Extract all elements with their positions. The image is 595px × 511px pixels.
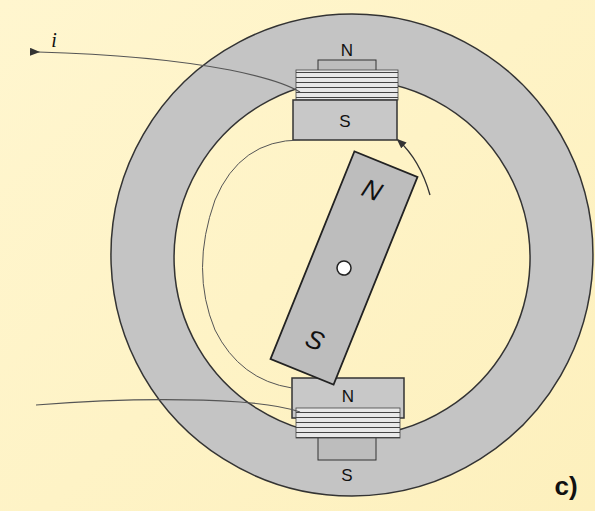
wire — [38, 52, 300, 92]
pole-label: N — [341, 42, 353, 59]
coil-winding — [296, 70, 398, 100]
rotor-magnet — [271, 151, 418, 384]
wire — [36, 400, 300, 412]
pole-shoe — [293, 100, 397, 140]
coil-winding — [296, 408, 400, 438]
pole-label: N — [342, 388, 354, 405]
rotation-arrow — [398, 140, 430, 195]
panel-label: c) — [554, 473, 577, 499]
pole-label: S — [341, 467, 352, 484]
stator-ring — [111, 14, 593, 496]
pole-label: S — [339, 113, 350, 130]
wire — [203, 140, 301, 388]
current-label: i — [51, 30, 57, 50]
